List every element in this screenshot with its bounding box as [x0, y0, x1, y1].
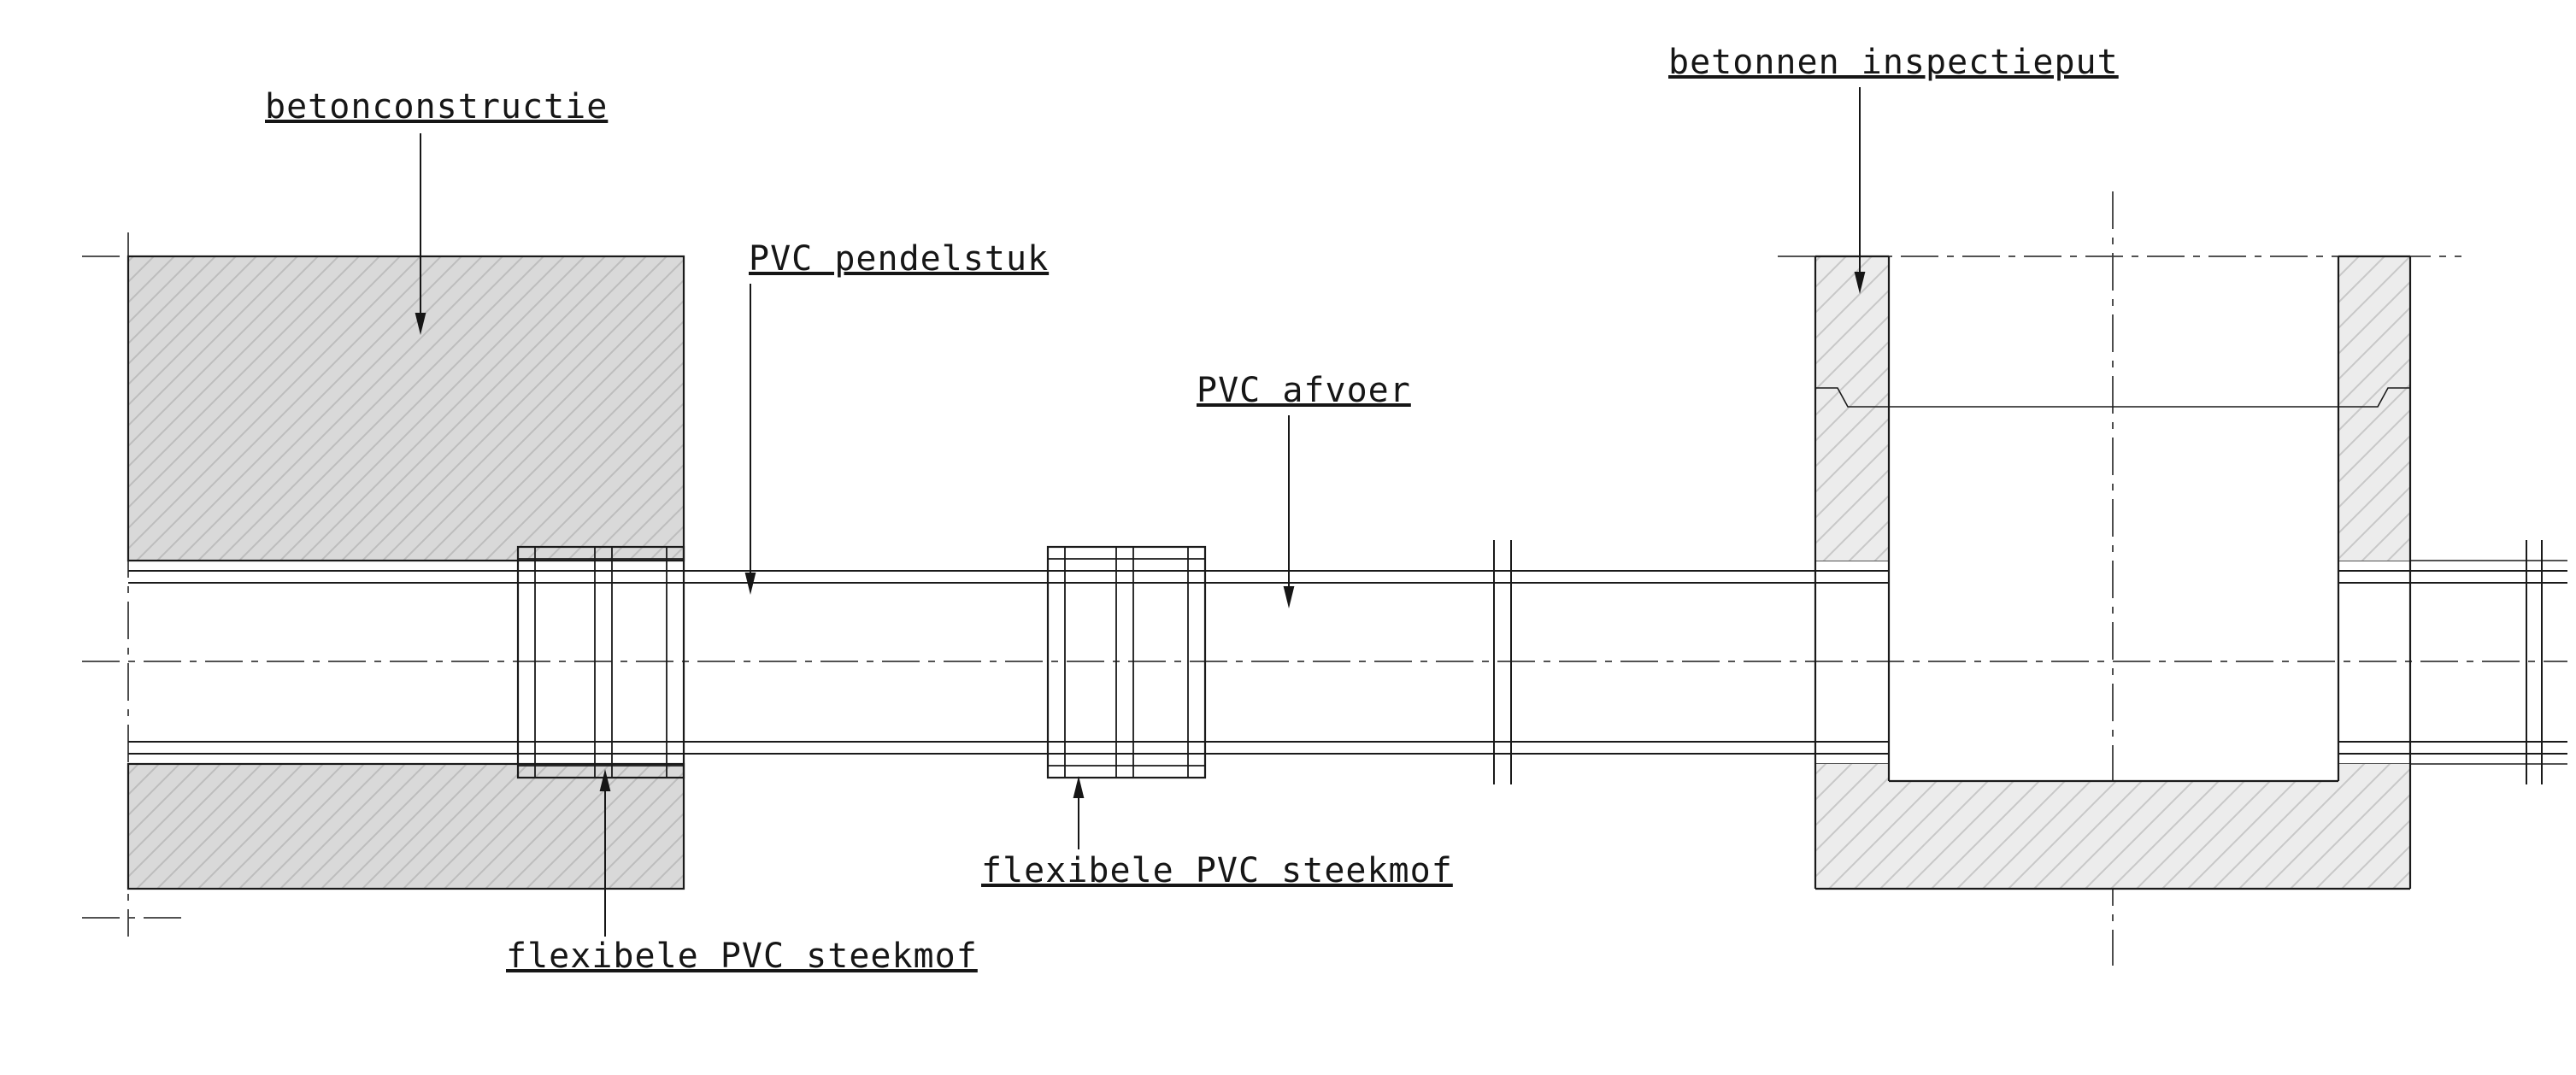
- arrowhead-down-icon: [1283, 586, 1295, 608]
- arrowhead-down-icon: [1854, 272, 1866, 294]
- pit-outline: [1814, 255, 2412, 890]
- pit-wall-right-lower: [2338, 764, 2410, 781]
- annotations: betonconstructie PVC pendelstuk PVC afvo…: [265, 43, 2119, 976]
- coupling-body: [516, 545, 685, 779]
- label-pvc-afvoer: PVC afvoer: [1197, 371, 1411, 410]
- label-betonnen-inspectieput: betonnen inspectieput: [1668, 43, 2119, 82]
- label-flexibele-pvc-steekmof-left: flexibele PVC steekmof: [506, 937, 978, 976]
- pit-base-slab: [1815, 781, 2410, 889]
- pit-ring-joint-line: [1815, 387, 2410, 408]
- pipe-sleeve-lines: [1815, 560, 2567, 765]
- pit-wall-left-upper: [1815, 256, 1889, 561]
- arrowhead-down-icon: [744, 573, 756, 595]
- pipe-spigot-joint: [1493, 540, 1512, 784]
- inspection-pit: [1814, 255, 2412, 890]
- concrete-block-upper: [126, 255, 685, 562]
- pit-wall-right-upper: [2338, 256, 2410, 561]
- concrete-block-lower: [126, 762, 685, 890]
- flexible-coupling-left: [516, 545, 685, 779]
- pvc-pipe-run: [128, 540, 2567, 784]
- concrete-structure: [126, 255, 685, 890]
- arrowhead-up-icon: [1073, 776, 1085, 798]
- arrowhead-up-icon: [599, 769, 611, 791]
- pit-wall-left-lower: [1815, 764, 1889, 781]
- coupling-detail-lines: [1048, 547, 1205, 778]
- arrowhead-down-icon: [415, 313, 426, 335]
- label-flexibele-pvc-steekmof-mid: flexibele PVC steekmof: [981, 851, 1453, 890]
- annotation-flexibele-pvc-steekmof-left: flexibele PVC steekmof: [506, 769, 978, 976]
- annotation-betonconstructie: betonconstructie: [265, 87, 608, 335]
- coupling-detail-lines: [518, 547, 684, 778]
- coupling-body: [1046, 545, 1207, 779]
- annotation-betonnen-inspectieput: betonnen inspectieput: [1668, 43, 2119, 294]
- label-pvc-pendelstuk: PVC pendelstuk: [749, 239, 1049, 279]
- label-betonconstructie: betonconstructie: [265, 87, 608, 126]
- annotation-pvc-afvoer: PVC afvoer: [1197, 371, 1411, 608]
- pipe-wall-lines: [128, 570, 2567, 755]
- annotation-flexibele-pvc-steekmof-mid: flexibele PVC steekmof: [981, 776, 1453, 890]
- pipe-spigot-joint-right: [2526, 540, 2543, 784]
- annotation-pvc-pendelstuk: PVC pendelstuk: [744, 239, 1049, 595]
- flexible-coupling-mid: [1046, 545, 1207, 779]
